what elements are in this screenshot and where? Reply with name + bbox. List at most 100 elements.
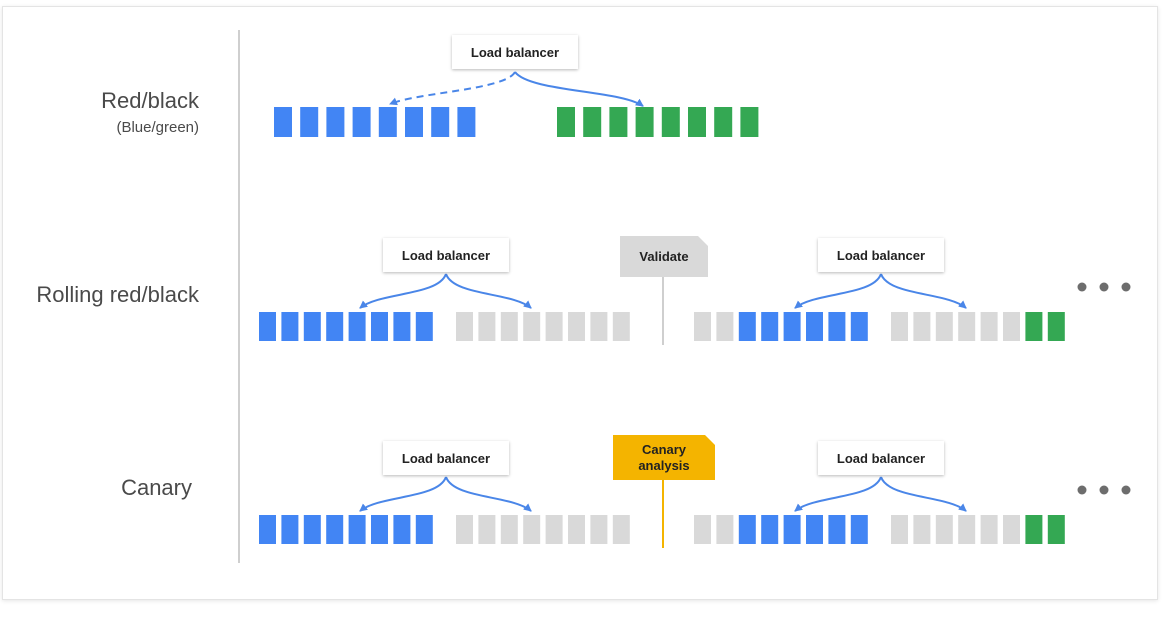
green-instance <box>1047 312 1065 341</box>
blue-instance <box>761 515 779 544</box>
green-instance <box>583 107 602 137</box>
validate-flag: Validate <box>620 236 708 277</box>
green-instance <box>714 107 733 137</box>
idle-instance <box>590 312 608 341</box>
blue-instance <box>281 515 299 544</box>
lb-arrow-right <box>445 273 532 309</box>
green-instance <box>557 107 575 137</box>
lb-arrow-left <box>359 476 447 512</box>
blue-instance <box>348 515 366 544</box>
lb-arrow-right <box>880 273 967 309</box>
idle-instance <box>568 312 585 341</box>
blue-instance <box>326 312 344 341</box>
lb-arrow-left <box>359 273 447 309</box>
idle-instance <box>1003 312 1020 341</box>
blue-instance <box>378 107 397 137</box>
lb-arrow-left <box>794 476 882 512</box>
blue-instance <box>828 312 846 341</box>
idle-instance <box>500 312 518 341</box>
load-balancer-box: Load balancer <box>383 238 509 272</box>
blue-instance <box>348 312 366 341</box>
idle-instance <box>980 312 998 341</box>
idle-instance <box>590 515 608 544</box>
idle-instance <box>980 515 998 544</box>
blue-instance <box>738 515 756 544</box>
blue-instance <box>259 312 276 341</box>
idle-instance <box>456 312 473 341</box>
blue-instance <box>259 515 276 544</box>
green-instance <box>1025 515 1043 544</box>
idle-instance <box>1003 515 1020 544</box>
lb-arrow-right <box>880 476 967 512</box>
lb-arrow-right <box>445 476 532 512</box>
blue-instance <box>303 312 321 341</box>
green-instance <box>688 107 706 137</box>
idle-instance <box>568 515 585 544</box>
idle-instance <box>478 312 496 341</box>
idle-instance <box>716 312 734 341</box>
blue-instance <box>371 312 388 341</box>
green-instance <box>1025 312 1043 341</box>
blue-instance <box>457 107 476 137</box>
blue-instance <box>783 312 801 341</box>
green-instance <box>661 107 680 137</box>
idle-instance <box>545 312 563 341</box>
blue-instance <box>393 312 411 341</box>
blue-instance <box>300 107 319 137</box>
idle-instance <box>716 515 734 544</box>
idle-instance <box>958 312 976 341</box>
idle-instance <box>958 515 976 544</box>
idle-instance <box>935 312 953 341</box>
validate-label: Validate <box>639 248 689 264</box>
blue-instance <box>274 107 292 137</box>
blue-instance <box>352 107 371 137</box>
row-title-rolling-red-black: Rolling red/black <box>36 282 199 307</box>
idle-instance <box>523 312 541 341</box>
idle-instance <box>612 312 630 341</box>
blue-instance <box>415 515 433 544</box>
idle-instance <box>913 515 931 544</box>
blue-instance <box>393 515 411 544</box>
canary-label-line2: analysis <box>638 457 690 473</box>
idle-instance <box>935 515 953 544</box>
lb-arrow-old-dashed <box>389 71 516 106</box>
green-instance <box>609 107 628 137</box>
idle-instance <box>500 515 518 544</box>
row-title-canary: Canary <box>121 475 192 500</box>
load-balancer-box: Load balancer <box>818 238 944 272</box>
green-instance <box>1047 515 1065 544</box>
blue-instance <box>431 107 450 137</box>
row-title-red-black: Red/black <box>101 88 199 113</box>
blue-instance <box>761 312 779 341</box>
blue-instance <box>783 515 801 544</box>
blue-instance <box>806 312 823 341</box>
blue-instance <box>405 107 423 137</box>
blue-instance <box>806 515 823 544</box>
blue-instance <box>371 515 388 544</box>
canary-analysis-flag: Canary analysis <box>613 435 715 480</box>
row-subtitle-blue-green: (Blue/green) <box>116 119 199 136</box>
load-balancer-box: Load balancer <box>383 441 509 475</box>
canary-label-line1: Canary <box>641 441 687 457</box>
load-balancer-box: Load balancer <box>818 441 944 475</box>
idle-instance <box>523 515 541 544</box>
idle-instance <box>913 312 931 341</box>
blue-instance <box>281 312 299 341</box>
continuation-dots <box>1077 282 1131 495</box>
idle-instance <box>545 515 563 544</box>
idle-instance <box>891 312 908 341</box>
green-instance <box>740 107 759 137</box>
idle-instance <box>612 515 630 544</box>
blue-instance <box>415 312 433 341</box>
blue-instance <box>326 515 344 544</box>
green-instance <box>635 107 654 137</box>
blue-instance <box>303 515 321 544</box>
blue-instance <box>850 312 868 341</box>
idle-instance <box>694 515 711 544</box>
lb-arrow-new <box>514 71 644 107</box>
blue-instance <box>738 312 756 341</box>
load-balancer-box: Load balancer <box>452 35 578 69</box>
idle-instance <box>891 515 908 544</box>
idle-instance <box>694 312 711 341</box>
